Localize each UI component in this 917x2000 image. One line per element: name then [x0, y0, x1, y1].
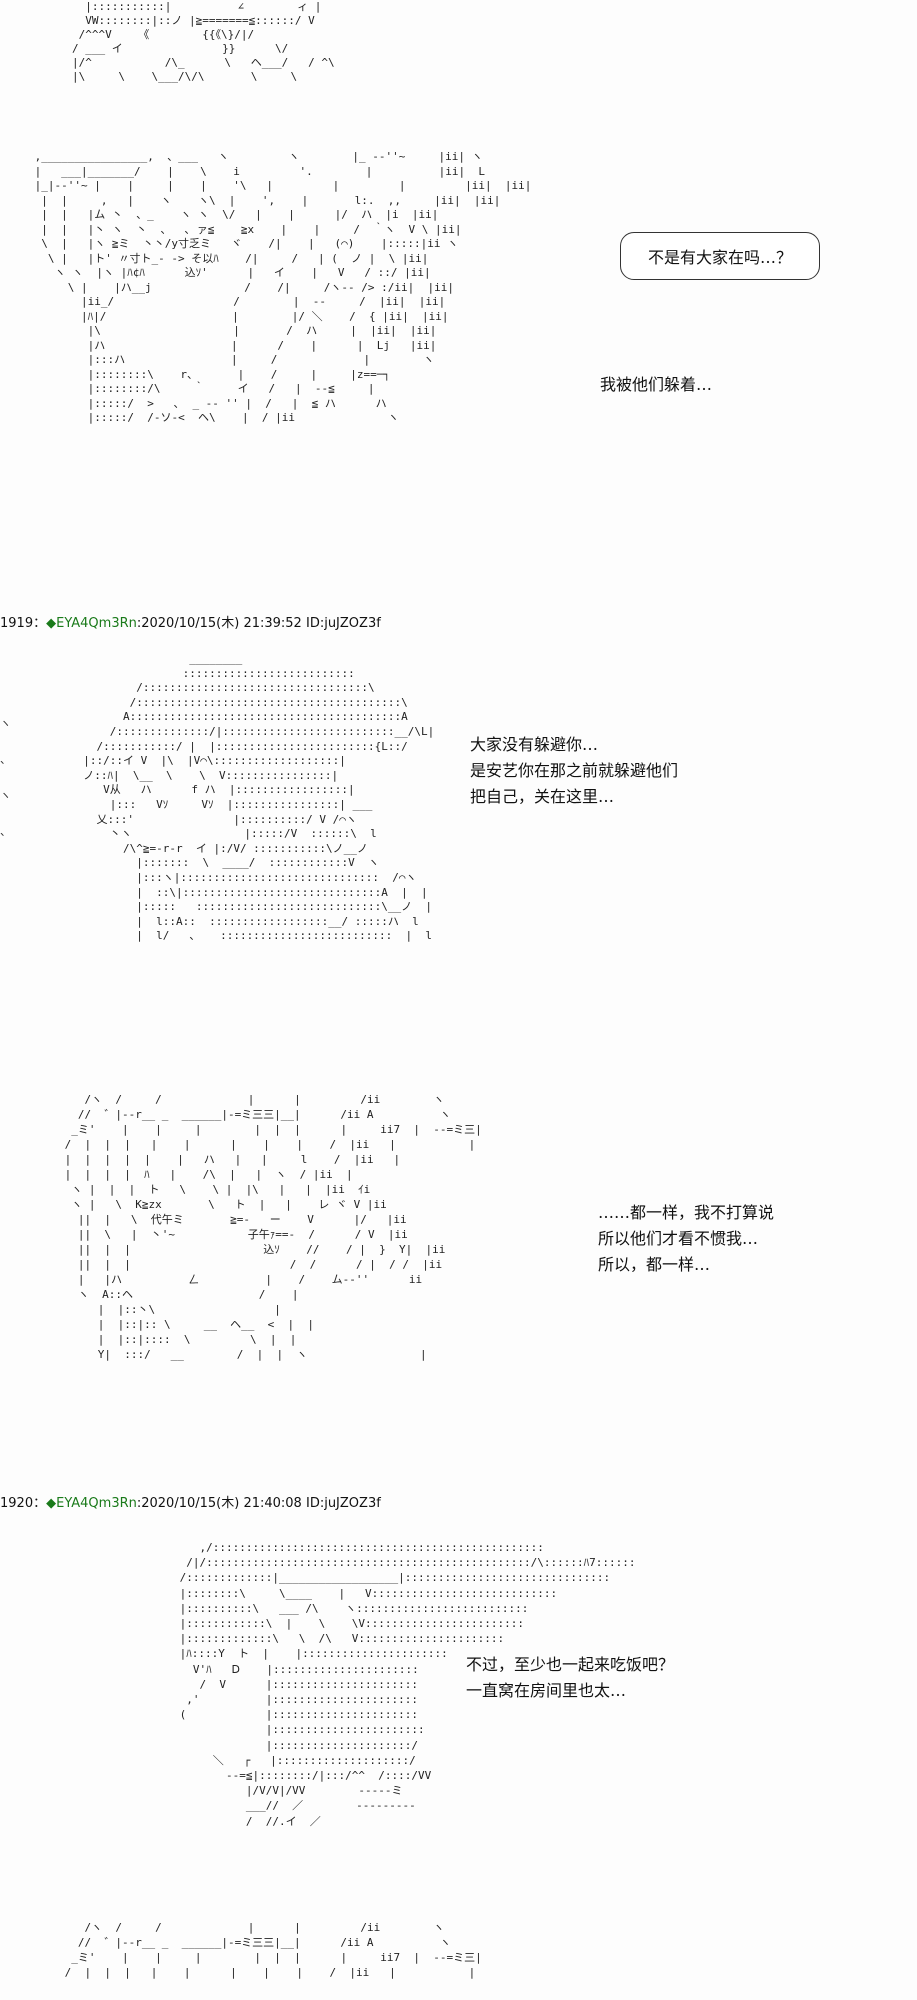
speech-bubble: 不是有大家在吗…？ — [620, 232, 820, 280]
edge-mark: 、 — [0, 825, 11, 838]
dialog-panel-4: 不过，至少也一起来吃饭吧？ 一直窝在房间里也太… — [466, 1652, 674, 1704]
dialog-panel-3: ……都一样，我不打算说 所以他们才看不惯我… 所以，都一样… — [598, 1200, 774, 1278]
dialog-line: 把自己，关在这里… — [470, 787, 615, 806]
ascii-art-panel-3: /ヽ / / | | /ii ヽ // ゛|--r__ _ ______|-=ミ… — [64, 1093, 482, 1361]
dialog-line: 所以，都一样… — [598, 1255, 711, 1274]
dialog-line: 是安艺你在那之前就躲避他们 — [470, 761, 679, 780]
dialog-panel-1: 我被他们躲着… — [600, 372, 712, 398]
ascii-art-panel-4: ,/::::::::::::::::::::::::::::::::::::::… — [179, 1541, 636, 1828]
edge-marks: ヽ 、 ヽ 、 — [0, 706, 11, 850]
ascii-art-panel-5: /ヽ / / | | /ii ヽ // ゛|--r__ _ ______|-=ミ… — [64, 1921, 482, 1979]
dialog-panel-2: 大家没有躲避你… 是安艺你在那之前就躲避他们 把自己，关在这里… — [470, 732, 678, 810]
speech-bubble-text: 不是有大家在吗…？ — [647, 248, 792, 267]
post-header: 1920：◆EYA4Qm3Rn:2020/10/15(木) 21:40:08 I… — [0, 1492, 381, 1511]
edge-mark: ヽ — [0, 789, 11, 802]
post-timestamp: :2020/10/15(木) 21:39:52 — [136, 616, 302, 631]
edge-mark: ヽ — [0, 717, 11, 730]
trip-mark: ◆ — [46, 1496, 57, 1511]
post-number: 1920 — [0, 1496, 34, 1511]
ascii-art-panel-1: ,________________, 、___ ヽ ヽ |_ -‐''~ |ii… — [34, 150, 532, 424]
dialog-line: 大家没有躲避你… — [470, 735, 599, 754]
poster-trip[interactable]: EYA4Qm3Rn — [56, 1496, 137, 1511]
dialog-line: 我被他们躲着… — [600, 375, 713, 394]
poster-trip[interactable]: EYA4Qm3Rn — [56, 616, 137, 631]
post-header: 1919：◆EYA4Qm3Rn:2020/10/15(木) 21:39:52 I… — [0, 612, 381, 631]
dialog-line: 所以他们才看不惯我… — [598, 1229, 759, 1248]
post-separator: ： — [33, 616, 47, 631]
post-separator: ： — [33, 1496, 47, 1511]
edge-mark: 、 — [0, 753, 11, 766]
post-number: 1919 — [0, 616, 34, 631]
dialog-line: ……都一样，我不打算说 — [598, 1203, 775, 1222]
ascii-art-panel-2: ________ :::::::::::::::::::::::::: /:::… — [83, 652, 435, 943]
post-timestamp: :2020/10/15(木) 21:40:08 — [136, 1496, 302, 1511]
poster-id[interactable]: ID:juJZOZ3f — [305, 1496, 381, 1511]
ascii-art-panel-0: |:::::::::::| ∠ ィ | VW::::::::|::ノ |≧===… — [72, 0, 335, 83]
poster-id[interactable]: ID:juJZOZ3f — [305, 616, 381, 631]
dialog-line: 一直窝在房间里也太… — [466, 1681, 627, 1700]
dialog-line: 不过，至少也一起来吃饭吧？ — [466, 1655, 675, 1674]
trip-mark: ◆ — [46, 616, 57, 631]
